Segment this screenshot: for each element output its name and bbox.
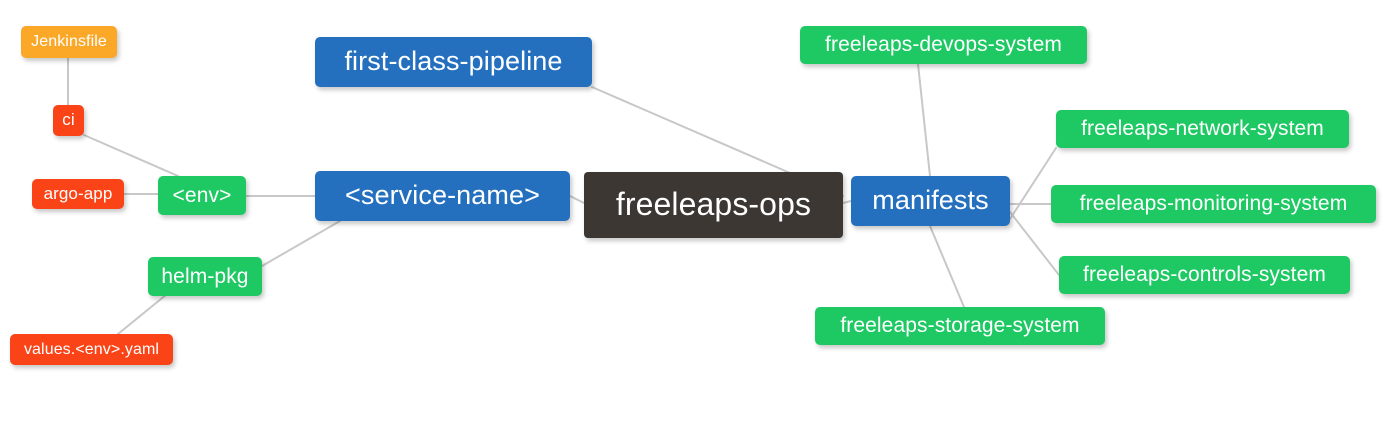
mindmap-edge xyxy=(929,225,965,308)
mindmap-edge xyxy=(569,195,585,204)
mindmap-node-label: Jenkinsfile xyxy=(31,33,107,51)
mindmap-node-manifests[interactable]: manifests xyxy=(851,176,1010,226)
mindmap-edge xyxy=(842,200,852,204)
mindmap-node-label: helm-pkg xyxy=(161,264,249,288)
mindmap-node-helm-pkg[interactable]: helm-pkg xyxy=(148,257,262,296)
mindmap-node-label: ci xyxy=(62,110,75,130)
mindmap-node-label: argo-app xyxy=(43,183,113,203)
mindmap-node-freeleaps-ops[interactable]: freeleaps-ops xyxy=(584,172,843,238)
mindmap-node-freeleaps-storage-system[interactable]: freeleaps-storage-system xyxy=(815,307,1105,345)
mindmap-node-label: first-class-pipeline xyxy=(344,46,563,77)
mindmap-node-label: manifests xyxy=(872,185,989,216)
mindmap-node-label: freeleaps-devops-system xyxy=(825,33,1062,57)
mindmap-node-service-name[interactable]: <service-name> xyxy=(315,171,570,221)
mindmap-node-label: <service-name> xyxy=(345,180,540,211)
mindmap-edge xyxy=(261,220,341,267)
mindmap-node-label: freeleaps-storage-system xyxy=(840,314,1080,338)
mindmap-node-freeleaps-network-system[interactable]: freeleaps-network-system xyxy=(1056,110,1349,148)
mindmap-edge xyxy=(917,63,931,177)
mindmap-node-label: freeleaps-ops xyxy=(615,186,812,223)
mindmap-node-values-env-yaml[interactable]: values.<env>.yaml xyxy=(10,334,173,365)
mindmap-node-freeleaps-devops-system[interactable]: freeleaps-devops-system xyxy=(800,26,1087,64)
mindmap-edge xyxy=(1009,147,1057,220)
mindmap-node-freeleaps-monitoring-system[interactable]: freeleaps-monitoring-system xyxy=(1051,185,1376,223)
mindmap-edge xyxy=(117,289,173,335)
mindmap-node-argo-app[interactable]: argo-app xyxy=(32,179,124,209)
mindmap-node-jenkinsfile[interactable]: Jenkinsfile xyxy=(21,26,117,58)
mindmap-node-env[interactable]: <env> xyxy=(158,176,246,215)
mindmap-node-ci[interactable]: ci xyxy=(53,105,84,136)
mindmap-node-label: freeleaps-controls-system xyxy=(1083,263,1326,287)
mindmap-edge xyxy=(83,134,179,177)
mindmap-node-label: values.<env>.yaml xyxy=(23,340,160,358)
mindmap-node-label: freeleaps-network-system xyxy=(1081,117,1324,141)
mindmap-node-freeleaps-controls-system[interactable]: freeleaps-controls-system xyxy=(1059,256,1350,294)
mindmap-node-label: freeleaps-monitoring-system xyxy=(1079,192,1348,216)
mindmap-node-first-class-pipeline[interactable]: first-class-pipeline xyxy=(315,37,592,87)
mindmap-node-label: <env> xyxy=(172,183,232,207)
